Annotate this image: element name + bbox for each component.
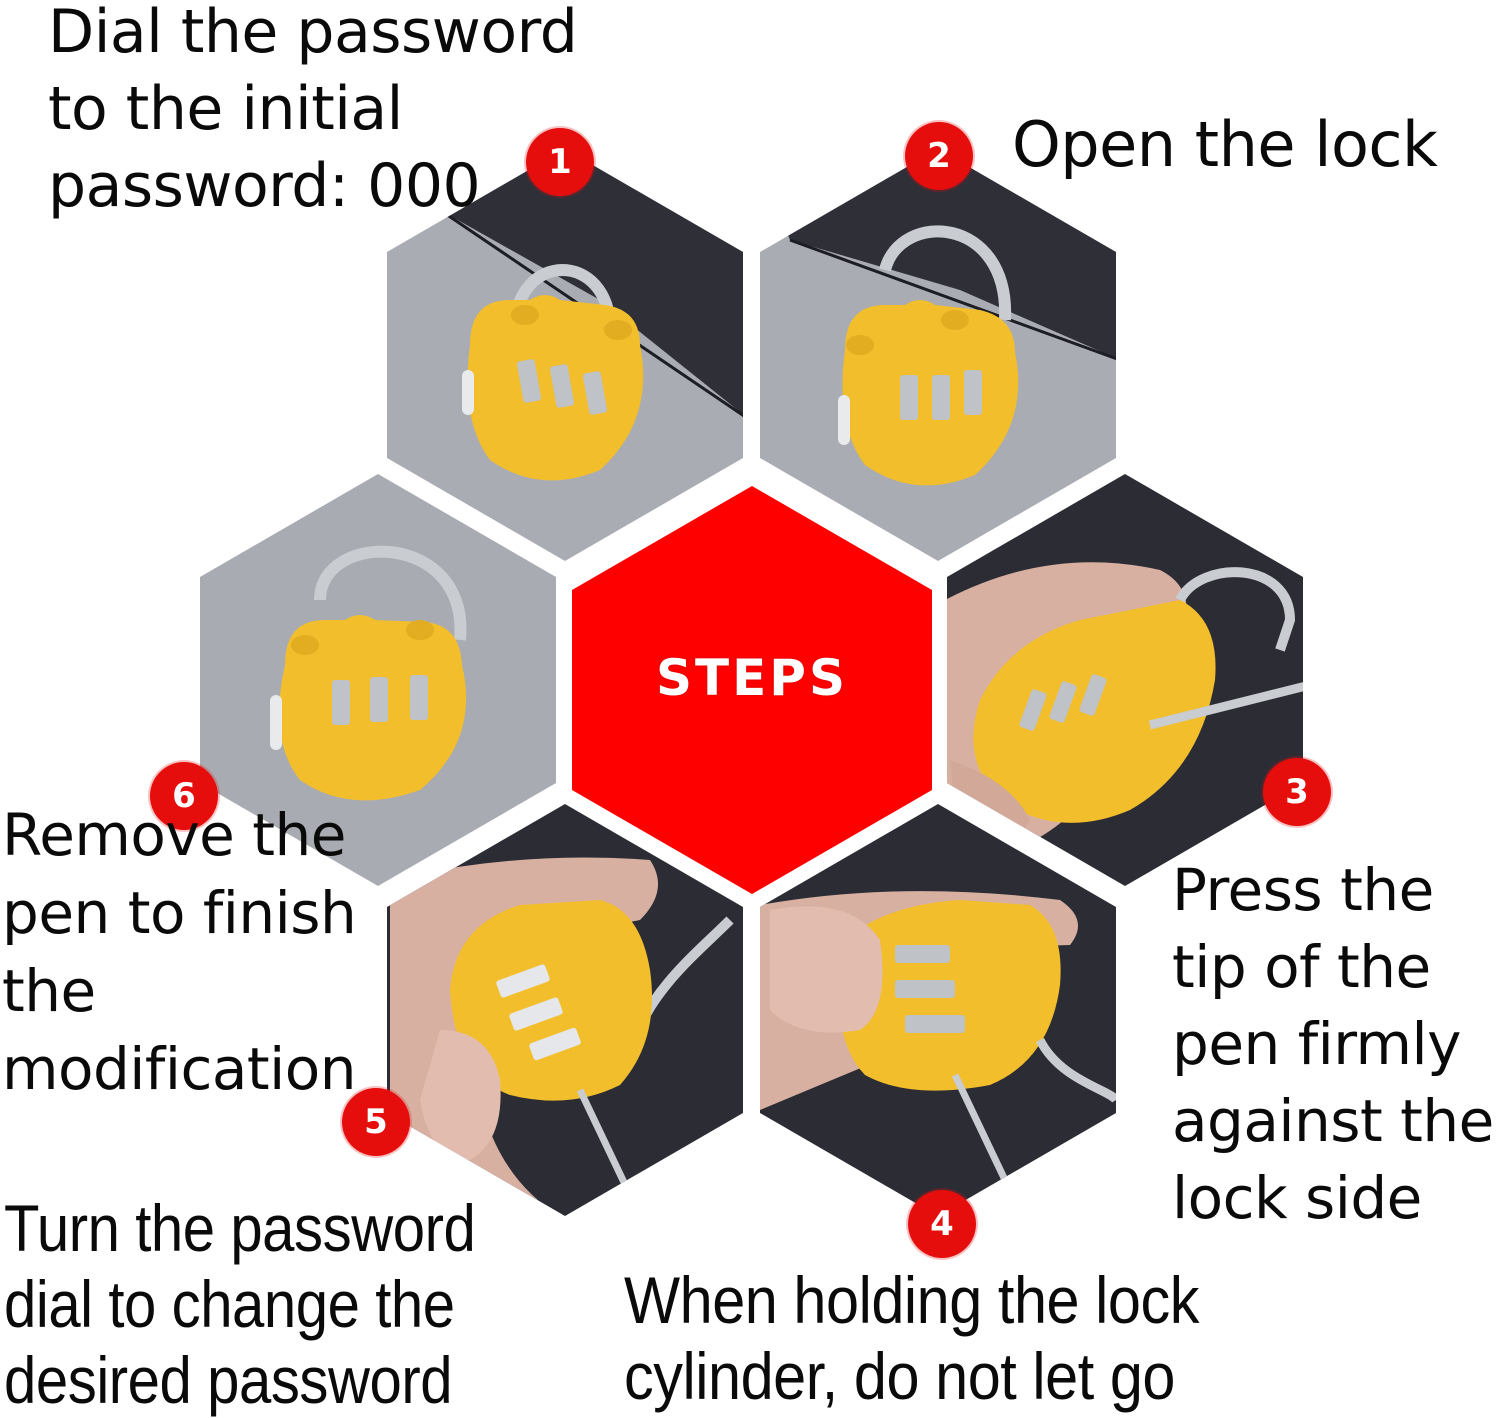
lock-icon bbox=[450, 900, 652, 1101]
steps-center-hexagon bbox=[572, 486, 932, 894]
step-2-caption: Open the lock bbox=[1012, 108, 1438, 181]
lock-icon bbox=[270, 615, 467, 801]
step-5-caption: Turn the password dial to change the des… bbox=[4, 1191, 476, 1417]
step-4-caption: When holding the lock cylinder, do not l… bbox=[624, 1263, 1200, 1413]
step-6-caption: Remove the pen to finish the modificatio… bbox=[2, 801, 357, 1103]
lock-icon bbox=[838, 300, 1019, 486]
step-1-caption: Dial the password to the initial passwor… bbox=[48, 0, 578, 221]
step-6-photo bbox=[200, 474, 556, 886]
step-2-photo bbox=[760, 149, 1116, 561]
step-4-badge: 4 bbox=[908, 1190, 976, 1258]
step-3-photo bbox=[947, 474, 1303, 886]
lock-icon bbox=[837, 900, 1061, 1091]
step-6-badge: 6 bbox=[150, 762, 218, 830]
steps-title: STEPS bbox=[656, 649, 848, 707]
step-3-badge: 3 bbox=[1263, 758, 1331, 826]
step-3-caption: Press the tip of the pen firmly against … bbox=[1172, 856, 1494, 1232]
step-1-badge: 1 bbox=[526, 128, 594, 196]
lock-icon bbox=[973, 600, 1216, 823]
step-2-badge: 2 bbox=[905, 122, 973, 190]
lock-icon bbox=[462, 295, 644, 481]
step-5-badge: 5 bbox=[342, 1088, 410, 1156]
